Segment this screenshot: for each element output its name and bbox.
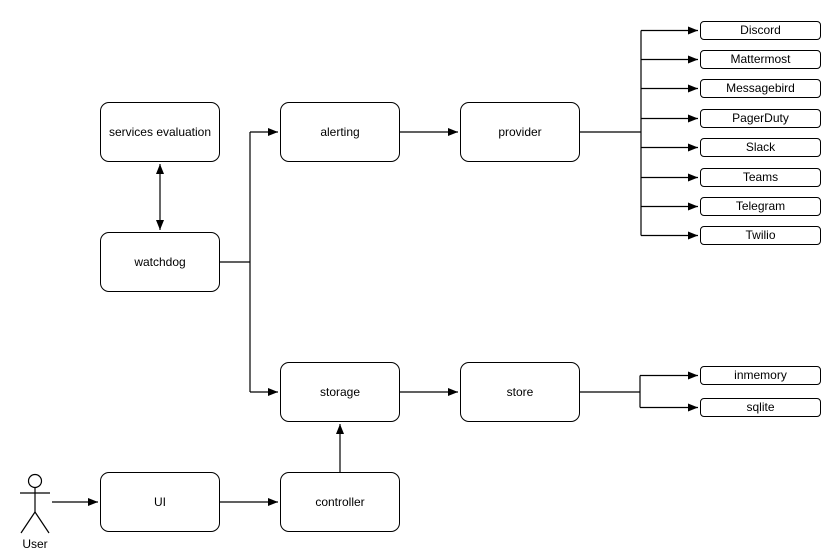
- node-provider-messagebird-label: Messagebird: [726, 81, 795, 96]
- node-provider-twilio: Twilio: [700, 226, 821, 245]
- node-provider-teams: Teams: [700, 168, 821, 187]
- node-provider-telegram-label: Telegram: [735, 199, 786, 214]
- node-provider-discord-label: Discord: [740, 23, 781, 38]
- node-storage: storage: [280, 362, 400, 422]
- node-services-evaluation-label: services evaluation: [108, 124, 212, 139]
- node-services-evaluation: services evaluation: [100, 102, 220, 162]
- node-provider-mattermost-label: Mattermost: [730, 52, 791, 67]
- node-provider-slack-label: Slack: [745, 140, 776, 155]
- node-provider-telegram: Telegram: [700, 197, 821, 216]
- node-provider-teams-label: Teams: [742, 170, 779, 185]
- node-store-sqlite: sqlite: [700, 398, 821, 417]
- node-store-inmemory-label: inmemory: [734, 368, 787, 383]
- node-provider: provider: [460, 102, 580, 162]
- node-provider-pagerduty-label: PagerDuty: [732, 111, 789, 126]
- node-store-label: store: [506, 384, 534, 399]
- node-store-inmemory: inmemory: [700, 366, 821, 385]
- node-ui-label: UI: [154, 494, 166, 509]
- node-watchdog-label: watchdog: [134, 254, 186, 269]
- node-store-sqlite-label: sqlite: [746, 400, 775, 415]
- node-provider-pagerduty: PagerDuty: [700, 109, 821, 128]
- node-provider-mattermost: Mattermost: [700, 50, 821, 69]
- node-provider-twilio-label: Twilio: [745, 228, 776, 243]
- node-provider-discord: Discord: [700, 21, 821, 40]
- node-ui: UI: [100, 472, 220, 532]
- node-storage-label: storage: [319, 384, 361, 399]
- node-alerting-label: alerting: [320, 124, 360, 139]
- user-actor-icon: [20, 473, 50, 534]
- node-alerting: alerting: [280, 102, 400, 162]
- user-actor-label: User: [22, 537, 48, 551]
- node-provider-messagebird: Messagebird: [700, 79, 821, 98]
- node-controller: controller: [280, 472, 400, 532]
- node-watchdog: watchdog: [100, 232, 220, 292]
- node-controller-label: controller: [315, 494, 365, 509]
- node-provider-slack: Slack: [700, 138, 821, 157]
- node-store: store: [460, 362, 580, 422]
- node-provider-label: provider: [498, 124, 542, 139]
